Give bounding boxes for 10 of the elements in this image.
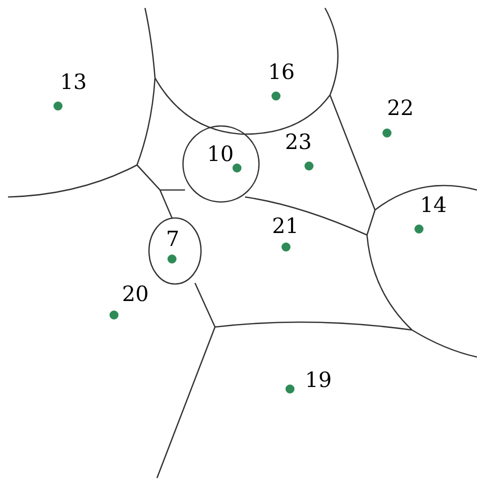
- point-label: 10: [207, 144, 234, 165]
- point-label: 16: [268, 62, 295, 83]
- point-label: 13: [60, 72, 87, 93]
- point-label: 14: [420, 195, 447, 216]
- point-label: 7: [166, 229, 180, 250]
- point-label: 20: [122, 284, 149, 305]
- point-label: 22: [387, 98, 414, 119]
- point-label: 21: [272, 216, 299, 237]
- point-label: 23: [285, 132, 312, 153]
- point-label: 19: [305, 370, 332, 391]
